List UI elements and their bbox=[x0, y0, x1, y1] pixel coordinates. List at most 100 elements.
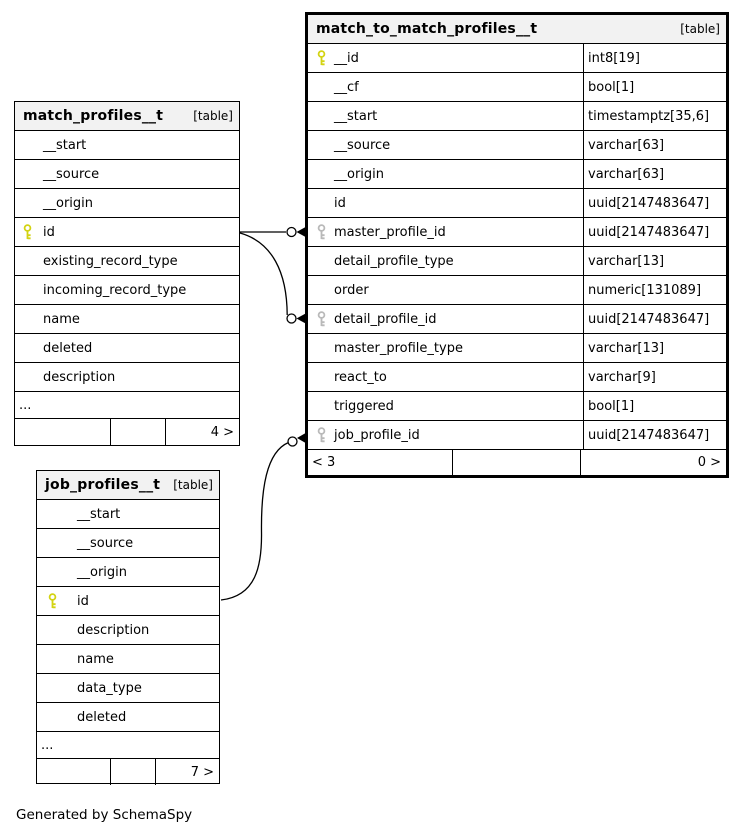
column-row-master-profile-id[interactable]: master_profile_id uuid[2147483647] bbox=[308, 218, 726, 247]
column-row-id[interactable]: id bbox=[37, 587, 219, 616]
column-name: __start bbox=[334, 108, 378, 124]
hidden-columns-ellipsis: ... bbox=[37, 732, 219, 759]
column-type: varchar[13] bbox=[583, 247, 726, 275]
footer-middle bbox=[453, 450, 581, 475]
generated-by-credit: Generated by SchemaSpy bbox=[16, 807, 193, 823]
table-footer: < 3 0 > bbox=[308, 450, 726, 475]
table-footer: 7 > bbox=[37, 759, 219, 785]
foreign-key-icon bbox=[317, 311, 326, 327]
hidden-columns-ellipsis: ... bbox=[15, 392, 239, 419]
column-row-react-to[interactable]: react_to varchar[9] bbox=[308, 363, 726, 392]
table-tag: [table] bbox=[193, 109, 233, 123]
column-row-id[interactable]: id uuid[2147483647] bbox=[308, 189, 726, 218]
column-type: int8[19] bbox=[583, 44, 726, 72]
column-name: deleted bbox=[77, 709, 127, 725]
column-row-__origin[interactable]: __origin varchar[63] bbox=[308, 160, 726, 189]
column-row-name[interactable]: name bbox=[15, 305, 239, 334]
table-title: match_profiles__t bbox=[23, 108, 164, 124]
footer-middle bbox=[111, 419, 166, 445]
primary-key-icon bbox=[23, 224, 32, 240]
table-node-match-profiles: match_profiles__t [table] __start __sour… bbox=[14, 101, 240, 446]
primary-key-icon bbox=[48, 593, 57, 609]
column-name: master_profile_type bbox=[334, 340, 463, 356]
column-type: bool[1] bbox=[583, 73, 726, 101]
table-header[interactable]: match_profiles__t [table] bbox=[15, 102, 239, 131]
column-row-__origin[interactable]: __origin bbox=[15, 189, 239, 218]
foreign-key-icon bbox=[317, 427, 326, 443]
column-name: deleted bbox=[43, 340, 93, 356]
footer-left bbox=[37, 759, 111, 785]
column-name: master_profile_id bbox=[334, 224, 446, 240]
column-name: name bbox=[43, 311, 80, 327]
column-row-existing-record-type[interactable]: existing_record_type bbox=[15, 247, 239, 276]
column-type: uuid[2147483647] bbox=[583, 421, 726, 449]
column-row-description[interactable]: description bbox=[15, 363, 239, 392]
column-row-__start[interactable]: __start timestamptz[35,6] bbox=[308, 102, 726, 131]
column-type: varchar[9] bbox=[583, 363, 726, 391]
table-node-match-to-match-profiles: match_to_match_profiles__t [table] __id … bbox=[305, 12, 729, 478]
column-name: job_profile_id bbox=[334, 427, 420, 443]
table-tag: [table] bbox=[680, 22, 720, 36]
footer-left bbox=[15, 419, 111, 445]
column-row-name[interactable]: name bbox=[37, 645, 219, 674]
column-row-detail-profile-id[interactable]: detail_profile_id uuid[2147483647] bbox=[308, 305, 726, 334]
column-name: __start bbox=[77, 506, 121, 522]
column-row-incoming-record-type[interactable]: incoming_record_type bbox=[15, 276, 239, 305]
column-row-order[interactable]: order numeric[131089] bbox=[308, 276, 726, 305]
column-name: detail_profile_id bbox=[334, 311, 437, 327]
column-name: name bbox=[77, 651, 114, 667]
column-name: __source bbox=[334, 137, 391, 153]
column-row-__start[interactable]: __start bbox=[15, 131, 239, 160]
column-type: varchar[63] bbox=[583, 131, 726, 159]
table-tag: [table] bbox=[173, 478, 213, 492]
column-name: data_type bbox=[77, 680, 142, 696]
edge-match-profiles-id-to-master-profile-id bbox=[240, 226, 307, 238]
column-row-triggered[interactable]: triggered bool[1] bbox=[308, 392, 726, 421]
footer-related-right: 7 > bbox=[190, 764, 214, 780]
column-row-deleted[interactable]: deleted bbox=[37, 703, 219, 732]
column-row-__source[interactable]: __source varchar[63] bbox=[308, 131, 726, 160]
column-row-__source[interactable]: __source bbox=[15, 160, 239, 189]
footer-related-right: 0 > bbox=[697, 455, 721, 470]
footer-related-left: < 3 bbox=[308, 450, 453, 475]
column-name: detail_profile_type bbox=[334, 253, 454, 269]
column-type: timestamptz[35,6] bbox=[583, 102, 726, 130]
column-row-__origin[interactable]: __origin bbox=[37, 558, 219, 587]
column-name: id bbox=[43, 224, 55, 240]
column-type: varchar[13] bbox=[583, 334, 726, 362]
column-name: incoming_record_type bbox=[43, 282, 187, 298]
column-row-id[interactable]: id bbox=[15, 218, 239, 247]
primary-key-icon bbox=[317, 50, 326, 66]
edge-match-profiles-id-to-detail-profile-id bbox=[239, 232, 307, 324]
table-node-job-profiles: job_profiles__t [table] __start __source… bbox=[36, 470, 220, 785]
column-row-deleted[interactable]: deleted bbox=[15, 334, 239, 363]
column-name: react_to bbox=[334, 369, 387, 385]
column-name: id bbox=[77, 593, 89, 609]
column-name: __origin bbox=[334, 166, 385, 182]
column-name: id bbox=[334, 195, 346, 211]
column-name: __cf bbox=[334, 79, 359, 95]
column-row-__source[interactable]: __source bbox=[37, 529, 219, 558]
column-type: bool[1] bbox=[583, 392, 726, 420]
column-row-description[interactable]: description bbox=[37, 616, 219, 645]
table-title: match_to_match_profiles__t bbox=[316, 21, 538, 37]
column-name: __source bbox=[77, 535, 134, 551]
column-row-detail-profile-type[interactable]: detail_profile_type varchar[13] bbox=[308, 247, 726, 276]
footer-related-right: 4 > bbox=[210, 424, 234, 440]
column-type: varchar[63] bbox=[583, 160, 726, 188]
column-row-__cf[interactable]: __cf bool[1] bbox=[308, 73, 726, 102]
footer-middle bbox=[111, 759, 156, 785]
column-name: __source bbox=[43, 166, 100, 182]
table-header[interactable]: job_profiles__t [table] bbox=[37, 471, 219, 500]
column-row-job-profile-id[interactable]: job_profile_id uuid[2147483647] bbox=[308, 421, 726, 450]
column-name: __origin bbox=[43, 195, 94, 211]
column-row-__start[interactable]: __start bbox=[37, 500, 219, 529]
column-row-master-profile-type[interactable]: master_profile_type varchar[13] bbox=[308, 334, 726, 363]
column-name: __origin bbox=[77, 564, 128, 580]
column-type: uuid[2147483647] bbox=[583, 189, 726, 217]
edge-job-profiles-id-to-job-profile-id bbox=[220, 432, 307, 601]
column-row-data-type[interactable]: data_type bbox=[37, 674, 219, 703]
table-header[interactable]: match_to_match_profiles__t [table] bbox=[308, 15, 726, 44]
column-row-__id[interactable]: __id int8[19] bbox=[308, 44, 726, 73]
column-name: triggered bbox=[334, 398, 394, 414]
